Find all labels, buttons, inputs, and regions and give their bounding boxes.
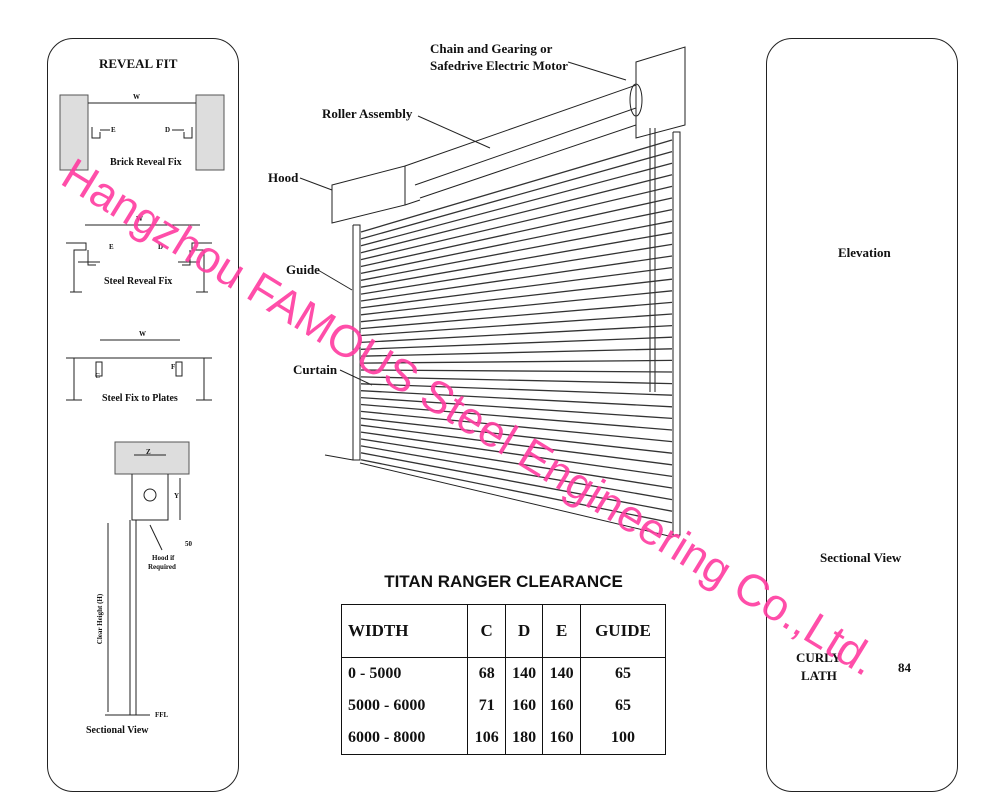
- header-d: D: [504, 604, 544, 658]
- right-sectional-caption: Sectional View: [820, 550, 902, 565]
- cell-width: 6000 - 8000: [340, 722, 469, 755]
- curtain-slat: [360, 324, 673, 344]
- steel-reveal-d-label: D: [158, 243, 164, 251]
- curtain-slat: [360, 383, 673, 396]
- cell-guide: 65: [579, 690, 667, 722]
- plates-c-label: C: [95, 372, 101, 380]
- curtain-slat: [360, 445, 673, 501]
- curtain-slat: [360, 174, 673, 254]
- curtain-slat: [360, 417, 673, 454]
- cell-c: 106: [467, 722, 506, 755]
- curtain-slat: [360, 390, 673, 408]
- curtain-slat: [360, 290, 673, 323]
- header-guide: GUIDE: [579, 604, 667, 658]
- dim-y-label: Y: [174, 492, 180, 500]
- curtain-slats: [360, 139, 673, 524]
- cell-d: 160: [504, 690, 544, 722]
- ffl-label: FFL: [155, 711, 169, 719]
- dim-z-label: Z: [146, 448, 151, 456]
- brick-reveal-diagram: [59, 94, 225, 171]
- left-sectional-caption: Sectional View: [86, 725, 149, 736]
- plates-w-label: W: [139, 330, 146, 338]
- brick-d-label: D: [165, 126, 171, 134]
- curtain-slat: [360, 403, 673, 431]
- dim-84-label: 84: [898, 660, 911, 675]
- clear-height-label: Clear Height (H): [96, 593, 105, 645]
- cell-d: 180: [504, 722, 544, 755]
- cell-d: 140: [504, 657, 544, 690]
- curtain-slat: [360, 431, 673, 478]
- curtain-callout: Curtain: [293, 362, 338, 377]
- elevation-caption: Elevation: [838, 245, 891, 260]
- table-row: 5000 - 6000 71 160 160 65: [340, 690, 667, 722]
- cell-e: 160: [542, 722, 581, 755]
- hood-required-label: Required: [148, 563, 176, 571]
- cell-guide: 100: [579, 722, 667, 755]
- curly-label-line1: CURLY: [796, 650, 842, 665]
- curtain-slat: [360, 410, 673, 443]
- steel-plates-diagram: [66, 339, 212, 401]
- clearance-table-title: TITAN RANGER CLEARANCE: [384, 572, 623, 591]
- curtain-slat: [360, 369, 673, 373]
- brick-e-label: E: [111, 126, 116, 134]
- curtain-slat: [360, 255, 673, 302]
- curtain-slat: [360, 301, 673, 330]
- cell-e: 160: [542, 690, 581, 722]
- curtain-slat: [360, 459, 673, 524]
- steel-plates-caption: Steel Fix to Plates: [102, 393, 178, 404]
- curtain-slat: [360, 396, 673, 420]
- header-e: E: [542, 604, 581, 658]
- curtain-slat: [360, 243, 673, 295]
- cell-width: 0 - 5000: [340, 657, 469, 690]
- curtain-slat: [360, 162, 673, 247]
- left-sectional-diagram: [105, 441, 190, 716]
- table-row: 6000 - 8000 106 180 160 100: [340, 722, 667, 755]
- curtain-slat: [360, 336, 673, 350]
- curtain-slat: [360, 150, 673, 240]
- table-row: 0 - 5000 68 140 140 65: [340, 657, 667, 690]
- reveal-fit-title: REVEAL FIT: [99, 56, 178, 71]
- curtain-slat: [360, 266, 673, 309]
- clearance-table: WIDTH C D E GUIDE 0 - 5000 68 140 140 65…: [340, 604, 667, 755]
- steel-reveal-caption: Steel Reveal Fix: [104, 276, 173, 287]
- guide-callout: Guide: [286, 262, 320, 277]
- plates-f-label: F: [171, 363, 176, 371]
- table-header-row: WIDTH C D E GUIDE: [340, 604, 667, 658]
- curtain-slat: [360, 424, 673, 466]
- curtain-slat: [360, 278, 673, 316]
- roller-callout: Roller Assembly: [322, 106, 413, 121]
- cell-width: 5000 - 6000: [340, 690, 469, 722]
- curtain-slat: [360, 197, 673, 268]
- chain-callout-line1: Chain and Gearing or: [430, 41, 553, 56]
- dim-50-label: 50: [185, 540, 192, 548]
- curtain-slat: [360, 376, 673, 385]
- cell-e: 140: [542, 657, 581, 690]
- curtain-slat: [360, 438, 673, 489]
- curtain-slat: [360, 220, 673, 281]
- curtain-slat: [360, 359, 673, 364]
- views-panel: [766, 38, 958, 792]
- hood-callout: Hood: [268, 170, 299, 185]
- steel-reveal-e-label: E: [109, 243, 114, 251]
- roller-shutter-drawing: [299, 46, 686, 538]
- curly-label-line2: LATH: [801, 668, 837, 683]
- curtain-slat: [360, 452, 673, 512]
- curtain-slat: [360, 208, 673, 275]
- header-width: WIDTH: [340, 604, 469, 658]
- cell-c: 68: [467, 657, 506, 690]
- steel-reveal-w-label: W: [136, 215, 143, 223]
- steel-reveal-diagram: [66, 224, 212, 293]
- curtain-slat: [360, 139, 673, 233]
- cell-guide: 65: [579, 657, 667, 690]
- brick-reveal-caption: Brick Reveal Fix: [110, 157, 182, 168]
- header-c: C: [467, 604, 506, 658]
- curtain-slat: [360, 313, 673, 337]
- curtain-slat: [360, 232, 673, 288]
- brick-w-label: W: [133, 93, 140, 101]
- curtain-slat: [360, 348, 673, 357]
- hood-if-label: Hood if: [152, 554, 175, 562]
- cell-c: 71: [467, 690, 506, 722]
- curtain-slat: [360, 185, 673, 261]
- chain-callout-line2: Safedrive Electric Motor: [430, 58, 568, 73]
